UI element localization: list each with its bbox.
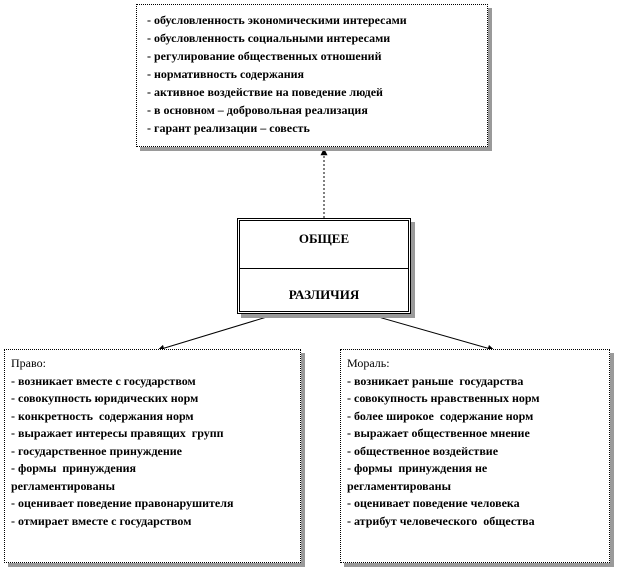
common-label: ОБЩЕЕ — [298, 231, 350, 246]
law-feature-item: - возникает вместе с государством — [11, 373, 196, 388]
morality-feature-item: - совокупность нравственных норм — [347, 391, 540, 405]
law-title: Право: — [11, 356, 46, 370]
law-feature-item: - совокупность юридических норм — [11, 391, 199, 405]
common-feature-item: - в основном – добровольная реализация — [147, 103, 368, 117]
morality-title: Мораль: — [347, 356, 390, 370]
center-divider — [240, 268, 408, 269]
morality-box: Мораль: - возникает раньше государства -… — [340, 349, 610, 563]
morality-features-list: - возникает раньше государства - совокуп… — [347, 373, 609, 531]
law-box: Право: - возникает вместе с государством… — [4, 349, 301, 563]
common-feature-item: - обусловленность экономическими интерес… — [147, 13, 407, 27]
arrow-to-law-box — [157, 315, 271, 352]
morality-feature-item: регламентированы — [347, 478, 451, 493]
differences-label: РАЗЛИЧИЯ — [288, 287, 360, 302]
law-feature-item: - оценивает поведение правонарушителя — [11, 496, 234, 510]
morality-feature-item: - атрибут человеческого общества — [347, 513, 535, 528]
law-feature-item: - конкретность содержания норм — [11, 408, 194, 423]
law-feature-item: регламентированы — [11, 478, 115, 493]
morality-feature-item: - формы принуждения не — [347, 461, 488, 475]
common-feature-item: - активное воздействие на поведение люде… — [147, 85, 383, 99]
morality-feature-item: - возникает раньше государства — [347, 373, 524, 388]
common-differences-box: ОБЩЕЕ РАЗЛИЧИЯ — [237, 218, 411, 314]
common-features-list: - обусловленность экономическими интерес… — [147, 11, 487, 137]
morality-feature-item: - оценивает поведение человека — [347, 496, 520, 510]
law-feature-item: - формы принуждения — [11, 461, 137, 475]
common-features-box: - обусловленность экономическими интерес… — [136, 4, 488, 147]
law-features-list: - возникает вместе с государством - сово… — [11, 373, 300, 531]
common-feature-item: - регулирование общественных отношений — [147, 49, 382, 63]
common-feature-item: - нормативность содержания — [147, 67, 305, 81]
law-feature-item: - государственное принуждение — [11, 443, 182, 458]
common-feature-item: - обусловленность социальными интересами — [147, 31, 391, 45]
morality-feature-item: - более широкое содержание норм — [347, 408, 534, 423]
arrow-to-morality-box — [374, 315, 495, 352]
common-feature-item: - гарант реализации – совесть — [147, 121, 310, 135]
morality-feature-item: - выражает общественное мнение — [347, 426, 530, 440]
morality-feature-item: - общественное воздействие — [347, 443, 499, 458]
law-feature-item: - отмирает вместе с государством — [11, 513, 192, 528]
law-feature-item: - выражает интересы правящих групп — [11, 426, 224, 440]
